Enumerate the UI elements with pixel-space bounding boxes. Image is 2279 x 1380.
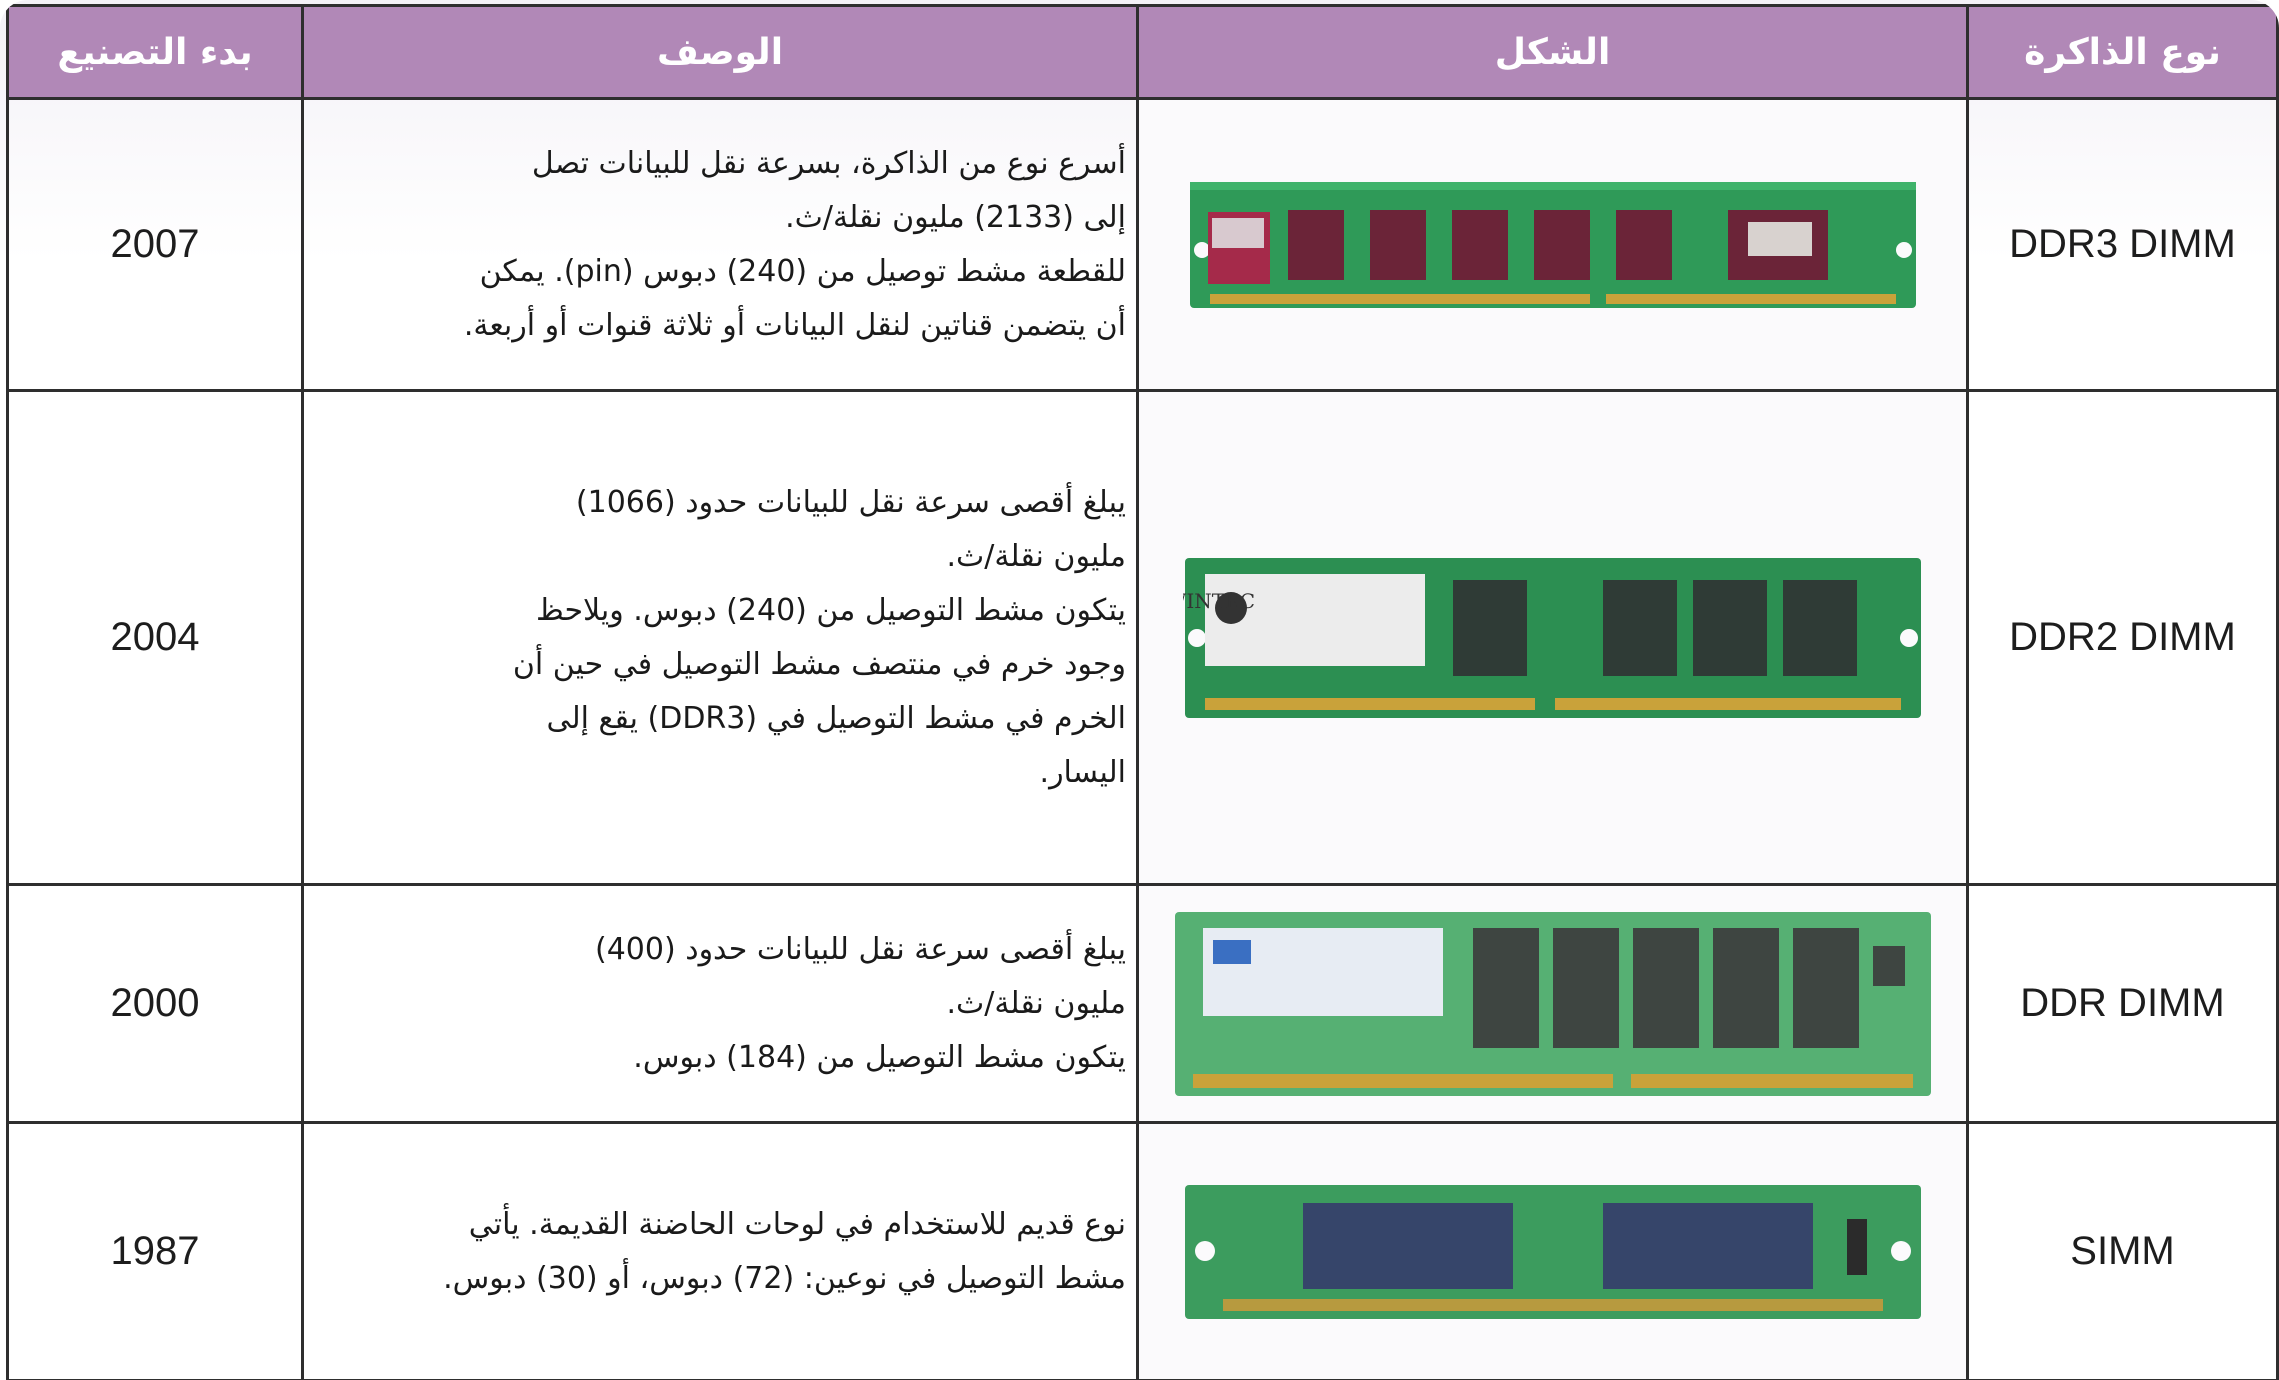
table-row: SIMM نوع قديم للاستخدام في لوحات الحاضنة…	[6, 1121, 2279, 1380]
table-row: DDR3 DIMM	[6, 97, 2279, 392]
description-line: وجود خرم في منتصف مشط التوصيل في حين أن	[512, 646, 1126, 682]
description-line: يبلغ أقصى سرعة نقل للبيانات حدود (400)	[594, 931, 1126, 967]
description-line: يبلغ أقصى سرعة نقل للبيانات حدود (1066)	[575, 484, 1126, 520]
manufacture-year-cell: 2007	[6, 97, 304, 392]
description-line: للقطعة مشط توصيل من (240) دبوس (pin). يم…	[479, 253, 1126, 289]
description-line: نوع قديم للاستخدام في لوحات الحاضنة القد…	[468, 1206, 1126, 1242]
memory-type-cell: DDR2 DIMM	[1966, 389, 2279, 886]
description-line: مليون نقلة/ث.	[946, 985, 1126, 1021]
description-line: الخرم في مشط التوصيل في (DDR3) يقع إلى	[546, 700, 1126, 736]
description-line: مشط التوصيل في نوعين: (72) دبوس، أو (30)…	[443, 1260, 1126, 1296]
ddr3-dimm-module-icon	[1189, 181, 1916, 308]
header-memory-type: نوع الذاكرة	[1966, 4, 2279, 100]
table-row: DDR DIMM يبلغ أقصى سرعة نقل للبي	[6, 883, 2279, 1124]
memory-type-cell: DDR DIMM	[1966, 883, 2279, 1124]
description-line: مليون نقلة/ث.	[946, 538, 1126, 574]
ddr2-dimm-module-icon: WINTEC	[1183, 557, 1921, 718]
header-manufacture-start: بدء التصنيع	[6, 4, 304, 100]
description-line: يتكون مشط التوصيل من (184) دبوس.	[633, 1039, 1126, 1075]
simm-module-icon	[1184, 1184, 1921, 1319]
description-line: إلى (2133) مليون نقلة/ث.	[785, 199, 1126, 235]
description-cell: نوع قديم للاستخدام في لوحات الحاضنة القد…	[301, 1121, 1139, 1380]
description-cell: يبلغ أقصى سرعة نقل للبيانات حدود (400) م…	[301, 883, 1139, 1124]
shape-cell	[1136, 97, 1969, 392]
shape-cell	[1136, 883, 1969, 1124]
description-line: أسرع نوع من الذاكرة، بسرعة نقل للبيانات …	[531, 145, 1126, 181]
description-line: أن يتضمن قناتين لنقل البيانات أو ثلاثة ق…	[463, 307, 1126, 343]
table-header-row: نوع الذاكرة الشكل الوصف بدء التصنيع	[6, 4, 2279, 100]
manufacture-year-cell: 1987	[6, 1121, 304, 1380]
shape-cell	[1136, 1121, 1969, 1380]
description-line: يتكون مشط التوصيل من (240) دبوس. ويلاحظ	[535, 592, 1126, 628]
memory-types-table: نوع الذاكرة الشكل الوصف بدء التصنيع DDR3…	[6, 4, 2279, 1380]
description-line: اليسار.	[1039, 754, 1126, 790]
manufacture-year-cell: 2004	[6, 389, 304, 886]
header-description: الوصف	[301, 4, 1139, 100]
table-row: DDR2 DIMM WINTEC يبلغ	[6, 389, 2279, 886]
module-label-text: WINTEC	[1183, 589, 1255, 613]
description-cell: يبلغ أقصى سرعة نقل للبيانات حدود (1066) …	[301, 389, 1139, 886]
shape-cell: WINTEC	[1136, 389, 1969, 886]
memory-type-cell: SIMM	[1966, 1121, 2279, 1380]
manufacture-year-cell: 2000	[6, 883, 304, 1124]
ddr-dimm-module-icon	[1174, 911, 1931, 1096]
header-shape: الشكل	[1136, 4, 1969, 100]
description-cell: أسرع نوع من الذاكرة، بسرعة نقل للبيانات …	[301, 97, 1139, 392]
memory-type-cell: DDR3 DIMM	[1966, 97, 2279, 392]
